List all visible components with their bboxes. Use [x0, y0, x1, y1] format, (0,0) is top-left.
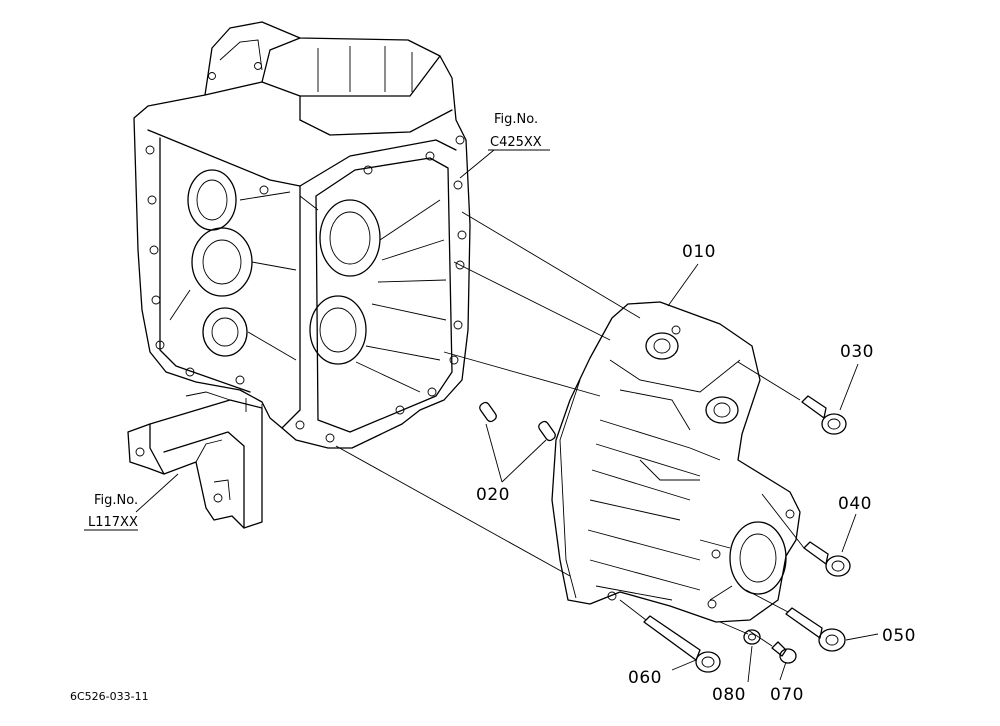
bolt-060	[643, 615, 721, 673]
mounting-bracket	[127, 391, 263, 529]
dowel-pins	[479, 401, 556, 442]
callout-030: 030	[840, 342, 874, 362]
callout-040: 040	[838, 494, 872, 514]
figure-ref-lower-line1: Fig.No.	[94, 493, 138, 508]
figure-ref-upper: Fig.No. C425XX	[488, 112, 550, 151]
washer-080	[743, 629, 761, 645]
figure-ref-lower: Fig.No. L117XX	[84, 493, 138, 531]
figure-ref-upper-line1: Fig.No.	[494, 112, 538, 127]
bolt-030	[801, 395, 847, 435]
callout-060: 060	[628, 668, 662, 688]
drawing-code: 6C526-033-11	[70, 690, 149, 703]
transmission-case	[133, 21, 471, 449]
rear-cover-housing	[551, 301, 801, 623]
callout-050: 050	[882, 626, 916, 646]
callout-070: 070	[770, 685, 804, 705]
alignment-lines	[245, 211, 805, 647]
callout-leaders	[135, 149, 879, 683]
bolt-040	[803, 541, 851, 577]
bolt-050	[785, 607, 846, 652]
bolt-070	[771, 641, 797, 664]
callout-010: 010	[682, 242, 716, 262]
callout-020: 020	[476, 485, 510, 505]
figure-ref-upper-line2: C425XX	[490, 135, 542, 150]
callout-080: 080	[712, 685, 746, 705]
figure-ref-lower-line2: L117XX	[88, 515, 138, 530]
